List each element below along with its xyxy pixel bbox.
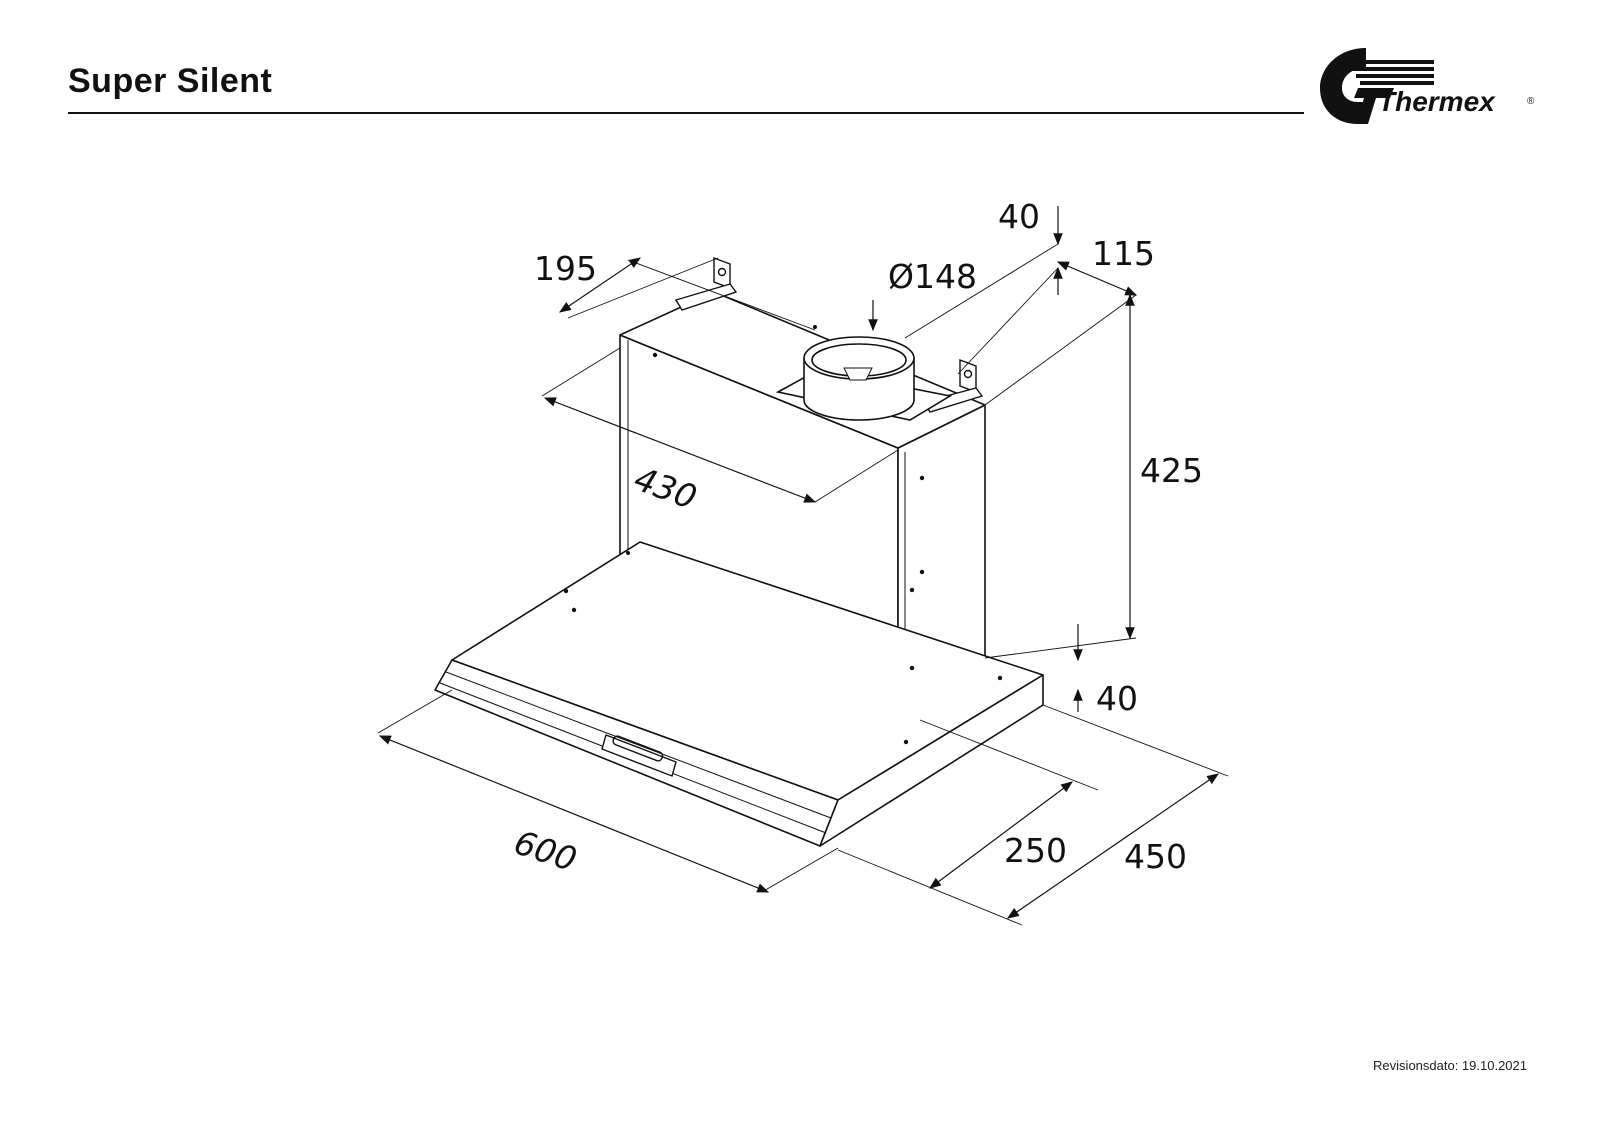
screw-dots <box>563 325 1003 745</box>
dim-width: 600 <box>510 823 582 880</box>
dim-chimney-height: 425 <box>1140 451 1203 490</box>
logo-wordmark: Thermex <box>1378 86 1495 117</box>
mounting-bracket-icon <box>674 256 984 413</box>
dim-base-height: 40 <box>1096 679 1138 718</box>
header-divider <box>68 112 1304 114</box>
dim-chimney-depth: 250 <box>1004 831 1067 870</box>
logo-registered-mark: ® <box>1527 96 1535 107</box>
dim-bracket-offset: 195 <box>534 249 597 288</box>
duct-collar-icon <box>775 336 953 421</box>
dim-duct-diameter: Ø148 <box>888 257 977 296</box>
dim-top-height: 40 <box>998 197 1040 236</box>
dim-depth: 450 <box>1124 837 1187 876</box>
page-title: Super Silent <box>68 62 273 100</box>
revision-date: Revisionsdato: 19.10.2021 <box>1373 1058 1527 1073</box>
dim-depth-back: 115 <box>1092 234 1155 273</box>
thermex-logo-icon <box>1320 48 1434 124</box>
